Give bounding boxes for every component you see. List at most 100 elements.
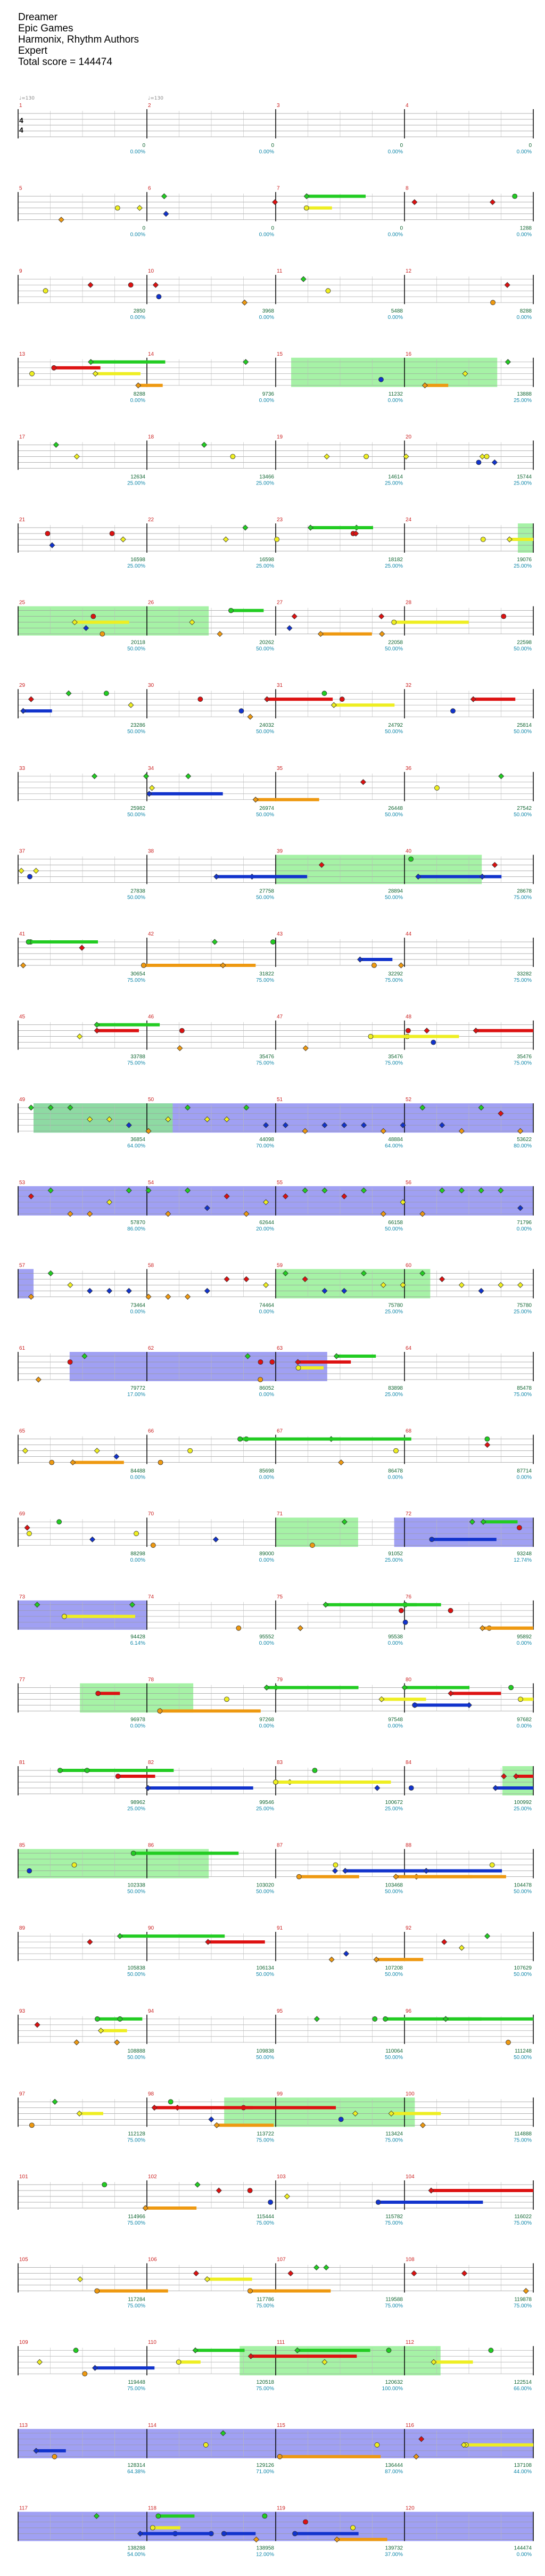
note-gem: [338, 2116, 344, 2122]
measure-percent: 64.00%: [127, 1143, 145, 1149]
note-gem: [90, 613, 96, 619]
measure-score: 23286: [130, 723, 145, 728]
note-gem: [163, 211, 169, 217]
measure-score: 96978: [130, 1717, 145, 1722]
measure-percent: 50.00%: [514, 2055, 532, 2061]
note-gem: [247, 713, 253, 720]
measure-score: 26448: [388, 806, 403, 811]
measure-score: 3968: [262, 308, 275, 314]
note-gem: [247, 2353, 254, 2359]
measure-percent: 25.00%: [385, 1392, 403, 1398]
measure-percent: 25.00%: [514, 1806, 532, 1812]
note-gem: [82, 2371, 88, 2377]
note-gem: [84, 1768, 90, 1773]
measure-score: 115782: [385, 2214, 403, 2220]
measure-percent: 75.00%: [514, 2220, 532, 2226]
sustain-tail: [395, 1875, 473, 1878]
note-gem: [513, 1773, 519, 1779]
note-gem: [291, 613, 298, 620]
sustain-tail: [466, 2443, 533, 2447]
note-gem: [76, 2110, 82, 2116]
note-gem: [423, 1868, 430, 1874]
note-gem: [193, 2270, 200, 2277]
note-gem: [372, 2016, 378, 2022]
note-gem: [73, 2039, 80, 2046]
chart-row: 617977217.00%62860520.00%638389825.00%64…: [18, 1346, 534, 1398]
sustain-tail: [445, 2017, 533, 2021]
note-gem: [34, 1602, 40, 1608]
measure-score: 129126: [257, 2463, 275, 2468]
star-power-section: [80, 1683, 194, 1713]
note-gem: [439, 1122, 445, 1128]
measure-number: 46: [148, 1014, 154, 1020]
note-gem: [419, 1211, 426, 1217]
note-gem: [87, 1211, 93, 1217]
note-gem: [321, 1122, 328, 1128]
measure-score: 74464: [259, 1302, 274, 1308]
sustain-tail: [295, 2532, 359, 2536]
note-gem: [391, 619, 397, 625]
measure-number: 21: [19, 517, 26, 523]
measure-number: 84: [406, 1760, 412, 1766]
measure-score: 115444: [257, 2214, 274, 2220]
note-gem: [302, 1187, 308, 1194]
note-gem: [29, 2122, 35, 2128]
note-gem: [150, 2525, 155, 2531]
measure-number: 111: [277, 2340, 285, 2345]
note-gem: [501, 1773, 507, 1779]
measure-number: 32: [406, 683, 412, 688]
measure-percent: 0.00%: [388, 398, 403, 404]
measure-score: 110064: [385, 2048, 403, 2054]
note-gem: [378, 613, 385, 620]
note-gem: [73, 2348, 79, 2353]
note-gem: [374, 2442, 380, 2448]
measure-percent: 80.00%: [514, 1143, 532, 1149]
note-gem: [263, 1684, 270, 1691]
sustain-tail: [72, 1461, 124, 1464]
measure-number: 59: [277, 1262, 283, 1268]
chart-row: 69882980.00%70890000.00%719105225.00%729…: [18, 1511, 534, 1563]
sustain-tail: [160, 1709, 261, 1713]
note-gem: [93, 2513, 100, 2519]
measure-percent: 50.00%: [385, 646, 403, 652]
note-gem: [150, 1543, 156, 1548]
note-gem: [378, 1696, 385, 1702]
sustain-tail: [404, 1686, 470, 1689]
measure-number: 31: [277, 683, 283, 688]
measure-score: 1288: [520, 226, 532, 232]
note-gem: [57, 1768, 63, 1773]
note-gem: [24, 1524, 30, 1531]
measure-percent: 0.00%: [388, 232, 403, 238]
measure-number: 36: [406, 766, 412, 772]
measure-score: 30654: [130, 971, 145, 977]
measure-score: 20262: [259, 640, 274, 646]
note-gem: [158, 1459, 163, 1465]
measure-percent: 0.00%: [259, 1640, 274, 1646]
sustain-tail: [267, 698, 333, 701]
measure-score: 120632: [385, 2380, 403, 2385]
note-gem: [33, 867, 39, 874]
measure-score: 0: [142, 143, 145, 149]
measure-percent: 44.00%: [514, 2469, 532, 2475]
measure-number: 74: [148, 1594, 154, 1600]
measure-score: 0: [271, 226, 274, 232]
measure-number: 55: [277, 1180, 283, 1186]
note-gem: [400, 1199, 406, 1205]
measure-percent: 25.00%: [514, 1309, 532, 1315]
note-gem: [204, 2276, 210, 2283]
song-title: Dreamer: [18, 12, 57, 23]
measure-percent: 0.00%: [259, 232, 274, 238]
measure-number: 11: [277, 268, 283, 274]
measure-score: 114966: [128, 2214, 145, 2220]
measure-number: 99: [277, 2091, 283, 2097]
sustain-tail: [195, 2349, 245, 2352]
sustain-tail: [54, 366, 101, 370]
measure-number: 64: [406, 1346, 412, 1351]
sustain-tail: [158, 2514, 195, 2518]
measure-score: 57870: [130, 1220, 145, 1226]
measure-score: 128314: [128, 2463, 146, 2468]
measure-number: 49: [19, 1097, 26, 1103]
sustain-tail: [376, 1958, 424, 1962]
measure-number: 20: [406, 434, 412, 440]
note-gem: [94, 2288, 100, 2294]
